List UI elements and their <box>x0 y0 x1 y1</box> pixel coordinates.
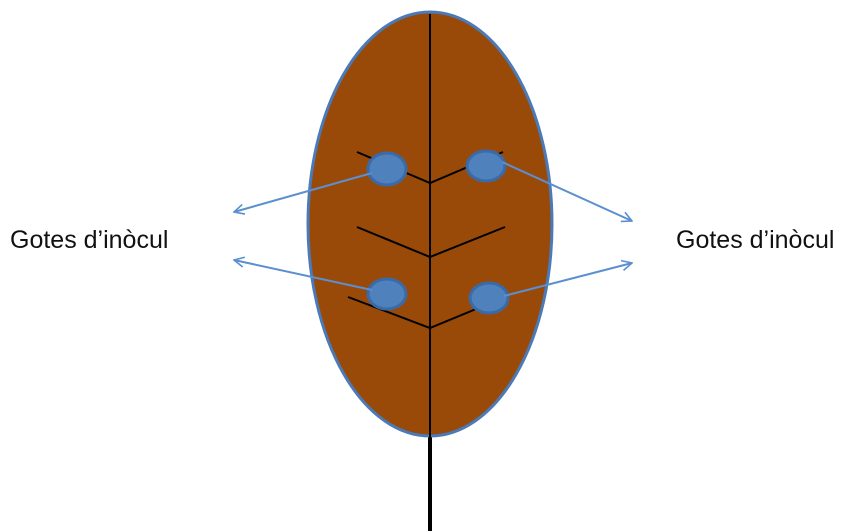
inoculum-drops-label-right: Gotes d’inòcul <box>676 226 834 255</box>
inoculum-drops-label-left: Gotes d’inòcul <box>10 226 168 255</box>
drop-top-right <box>467 151 505 181</box>
drop-top-left <box>368 153 406 185</box>
drop-bottom-left <box>368 279 406 309</box>
drop-bottom-right <box>470 283 508 313</box>
